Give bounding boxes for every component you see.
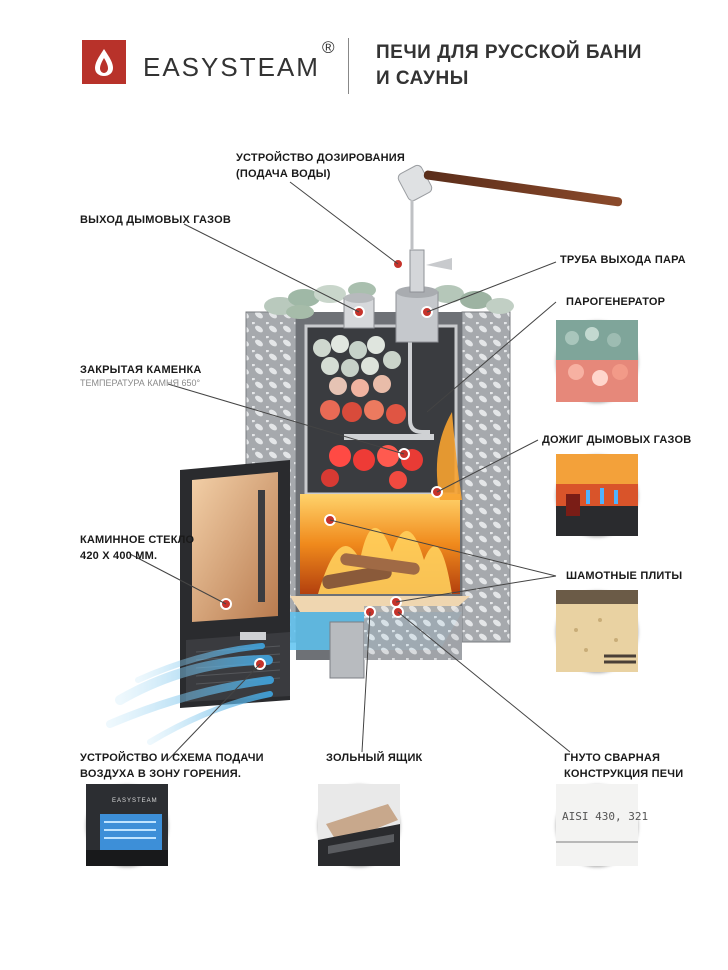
tagline-line2: И САУНЫ [376, 68, 469, 89]
header-divider [348, 38, 349, 94]
air-flow-streams [106, 643, 274, 745]
registered-mark: ® [322, 38, 335, 57]
label-fireplace-glass: КАМИННОЕ СТЕКЛО [80, 534, 195, 546]
label-dosing-device: УСТРОЙСТВО ДОЗИРОВАНИЯ [236, 152, 405, 164]
stove-body [245, 164, 623, 679]
leader-lines [129, 181, 571, 761]
detail-afterburn [556, 454, 638, 536]
label-glass-size: 420 Х 400 ММ. [80, 550, 158, 562]
label-stone-temperature: ТЕМПЕРАТУРА КАМНЯ 650° [80, 378, 201, 388]
label-air-supply: УСТРОЙСТВО И СХЕМА ПОДАЧИ [80, 752, 264, 764]
label-bent-welded: ГНУТО СВАРНАЯ [564, 752, 661, 764]
label-flue-gas-outlet: ВЫХОД ДЫМОВЫХ ГАЗОВ [80, 214, 232, 226]
detail-air-supply: EASYSTEAM [86, 784, 168, 866]
label-dosing-device-sub: (ПОДАЧА ВОДЫ) [236, 168, 331, 180]
detail-steam-generator [556, 320, 638, 402]
detail-aisi-steel: AISI 430, 321 [556, 784, 648, 866]
detail-chamotte [556, 590, 638, 672]
label-afterburn: ДОЖИГ ДЫМОВЫХ ГАЗОВ [542, 434, 692, 446]
label-steam-pipe: ТРУБА ВЫХОДА ПАРА [560, 254, 686, 266]
brand-name: EASYSTEAM [143, 52, 320, 82]
label-closed-heater: ЗАКРЫТАЯ КАМЕНКА [80, 364, 202, 376]
label-ash-box: ЗОЛЬНЫЙ ЯЩИК [326, 752, 423, 764]
label-chamotte-plates: ШАМОТНЫЕ ПЛИТЫ [566, 570, 683, 582]
label-steam-generator: ПАРОГЕНЕРАТОР [566, 296, 666, 308]
detail-ash-box [318, 784, 400, 866]
tagline-line1: ПЕЧИ ДЛЯ РУССКОЙ БАНИ [376, 42, 642, 63]
label-bent-welded-sub: КОНСТРУКЦИЯ ПЕЧИ [564, 768, 684, 780]
aisi-grade-text: AISI 430, 321 [562, 810, 649, 823]
flame-drop-icon [95, 49, 113, 76]
label-air-supply-sub: ВОЗДУХА В ЗОНУ ГОРЕНИЯ. [80, 768, 242, 780]
door-brand-text: EASYSTEAM [112, 798, 158, 804]
brand-logo [82, 40, 126, 84]
